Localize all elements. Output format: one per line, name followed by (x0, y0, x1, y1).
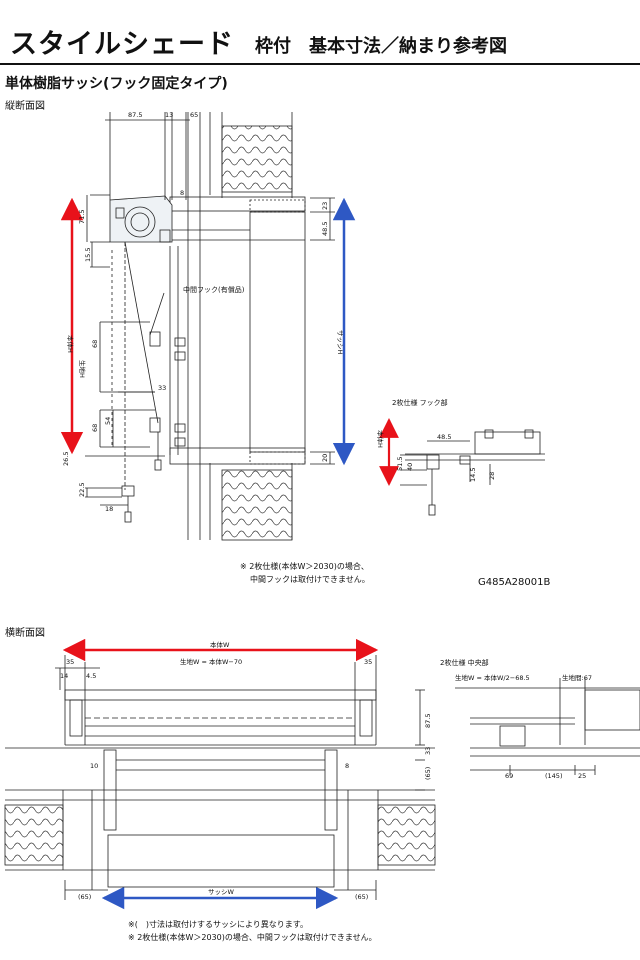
dim-13: 13 (165, 111, 173, 119)
center-gap: 生地間:67 (562, 673, 592, 682)
dim-35b: 35 (364, 658, 372, 666)
dim-65-right: (65) (424, 767, 432, 780)
vertical-note-line-1: ※ 2枚仕様(本体W＞2030)の場合、 (240, 562, 369, 571)
hook-detail-label: 2枚仕様 フック部 (392, 398, 448, 407)
dim-26-5: 26.5 (62, 452, 70, 466)
horizontal-section-label: 横断面図 (5, 628, 45, 639)
dim-68b: 68 (91, 424, 99, 432)
dim-body-w: 本体W (210, 640, 230, 649)
dim-20: 20 (321, 454, 329, 462)
label-body-h: 本体H (66, 335, 75, 353)
center-detail-text: 2枚仕様 中央部 生地W = 本体W/2−68.5 生地間:67 69 (145… (440, 658, 592, 780)
dim-33: 33 (158, 384, 166, 392)
drawing-code: G485A28001B (478, 577, 551, 588)
dim-35a: 35 (66, 658, 74, 666)
dim-68a: 68 (91, 340, 99, 348)
detail-body-h: 本体H (376, 430, 385, 448)
dim-sash-w: サッシW (208, 888, 235, 896)
dim-8: 8 (180, 189, 184, 197)
center-detail-drawing (455, 678, 640, 775)
dim-10: 10 (90, 762, 98, 770)
dim-15-5: 15.5 (84, 248, 92, 262)
dim-65: 65 (190, 111, 198, 119)
dim-4-5: 4.5 (86, 672, 96, 680)
detail-14-5: 14.5 (469, 468, 477, 482)
detail-51-5: 51.5 (396, 457, 404, 471)
horizontal-dims-text: 本体W 生地W = 本体W−70 35 35 14 4.5 87.5 10 8 … (60, 640, 432, 901)
page-title: スタイルシェード (10, 29, 234, 60)
detail-28: 28 (488, 472, 496, 480)
label-sash-h: サッシH (336, 330, 344, 355)
section-title: 単体樹脂サッシ(フック固定タイプ) (5, 76, 228, 92)
vertical-dims: 87.5 13 65 8 71.5 15.5 23 48.5 68 68 54 … (62, 111, 344, 513)
center-145: (145) (545, 772, 562, 780)
dim-14: 14 (60, 672, 68, 680)
dim-18: 18 (105, 505, 113, 513)
hook-detail-text: 2枚仕様 フック部 本体H 48.5 51.5 40 14.5 28 (376, 398, 496, 482)
dim-65-r2: (65) (355, 893, 368, 901)
center-fabric-w: 生地W = 本体W/2−68.5 (455, 673, 530, 682)
vertical-note-line-2: 中間フックは取付けできません。 (250, 575, 370, 584)
dim-54: 54 (104, 417, 112, 425)
vertical-note: ※ 2枚仕様(本体W＞2030)の場合、 中間フックは取付けできません。 (240, 560, 370, 586)
dim-fabric-w: 生地W = 本体W−70 (180, 657, 242, 666)
dim-87-5-h: 87.5 (424, 714, 432, 728)
dim-33-h: 33 (424, 747, 432, 755)
label-fabric-h: 生地H (78, 360, 87, 378)
dim-23: 23 (321, 202, 329, 210)
dim-48-5: 48.5 (321, 222, 329, 236)
dim-8-h: 8 (345, 762, 349, 770)
horizontal-note-1: ※( )寸法は取付けするサッシにより異なります。 (128, 920, 308, 929)
vertical-section-drawing (85, 112, 335, 541)
dim-22-5: 22.5 (78, 483, 86, 497)
dim-87-5: 87.5 (128, 111, 142, 119)
center-25: 25 (578, 772, 586, 780)
dim-65-left: (65) (78, 893, 91, 901)
horizontal-section-drawing (4, 655, 436, 900)
dim-71-5: 71.5 (78, 210, 86, 224)
title-rule (0, 63, 640, 65)
hook-detail-drawing (400, 429, 545, 516)
horizontal-notes: ※( )寸法は取付けするサッシにより異なります。 ※ 2枚仕様(本体W＞2030… (128, 918, 377, 944)
center-69: 69 (505, 772, 513, 780)
horizontal-note-2: ※ 2枚仕様(本体W＞2030)の場合、中間フックは取付けできません。 (128, 933, 377, 942)
detail-40: 40 (406, 463, 414, 471)
page-subtitle: 枠付 基本寸法／納まり参考図 (255, 36, 507, 57)
label-mid-hook: 中間フック(有償品) (183, 285, 245, 294)
vertical-section-label: 縦断面図 (5, 101, 45, 112)
center-detail-label: 2枚仕様 中央部 (440, 658, 489, 667)
detail-48-5: 48.5 (437, 433, 451, 441)
